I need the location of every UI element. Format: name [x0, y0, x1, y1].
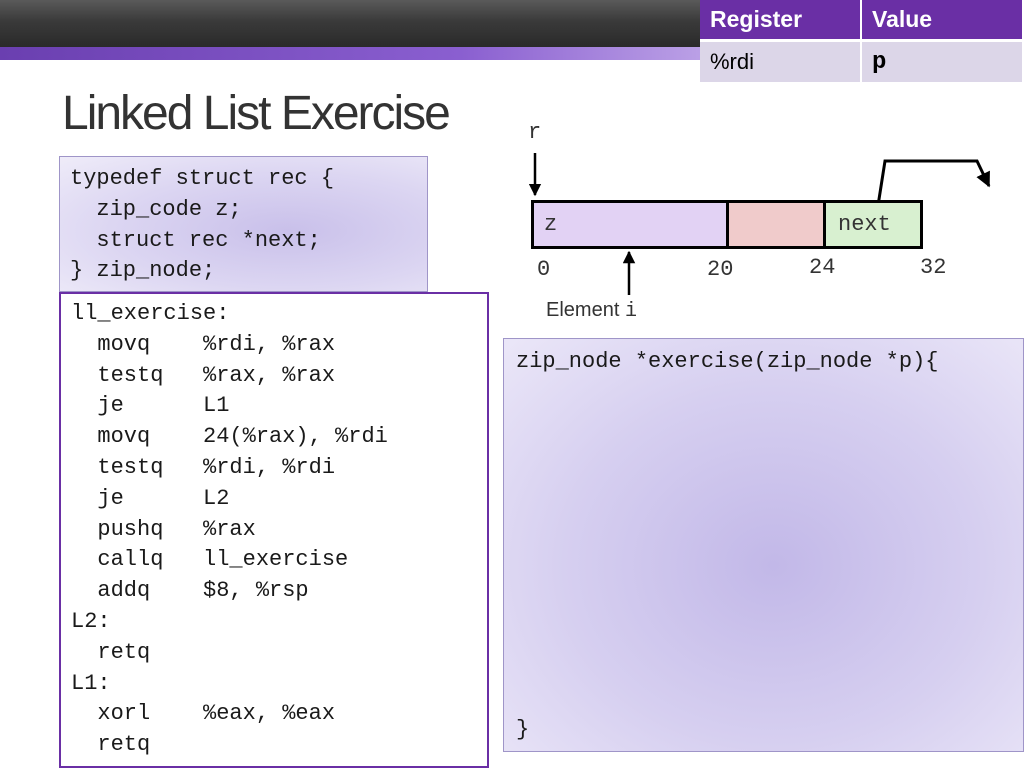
- element-label: Element i: [546, 299, 637, 323]
- assembly-code-box: ll_exercise: movq %rdi, %rax testq %rax,…: [59, 292, 489, 768]
- offset-24: 24: [809, 255, 836, 280]
- page-title: Linked List Exercise: [62, 87, 451, 140]
- struct-definition-box: typedef struct rec { zip_code z; struct …: [59, 156, 428, 292]
- code-line: pushq %rax: [71, 516, 256, 542]
- register-header: Register: [700, 0, 862, 41]
- code-line: je L2: [71, 485, 230, 511]
- value-cell: p: [861, 39, 1024, 82]
- offset-0: 0: [537, 257, 551, 282]
- assembly-code: ll_exercise: movq %rdi, %rax testq %rax,…: [61, 294, 487, 761]
- code-line: retq: [71, 639, 151, 665]
- code-line: callq ll_exercise: [71, 547, 349, 573]
- code-line: retq: [71, 732, 151, 758]
- offset-32: 32: [920, 255, 947, 280]
- struct-layout-diagram: r z next 0 20 24 32 Element i: [490, 115, 1024, 330]
- code-line: ll_exercise:: [71, 301, 230, 326]
- offset-20: 20: [707, 257, 734, 282]
- code-line: movq 24(%rax), %rdi: [71, 424, 388, 450]
- code-line: L1:: [71, 670, 111, 696]
- field-next: next: [823, 200, 923, 249]
- c-function-signature: zip_node *exercise(zip_node *p){: [516, 349, 939, 374]
- table-row: %rdi p: [700, 39, 1024, 82]
- field-padding: [726, 200, 826, 249]
- code-line: struct rec *next;: [70, 227, 321, 253]
- code-line: testq %rax, %rax: [71, 362, 336, 388]
- code-line: testq %rdi, %rdi: [71, 454, 336, 480]
- code-line: zip_code z;: [70, 196, 242, 222]
- code-line: addq $8, %rsp: [71, 578, 309, 604]
- c-function-closing-brace: }: [516, 717, 530, 742]
- field-z: z: [531, 200, 729, 249]
- code-line: L2:: [71, 608, 111, 634]
- register-table: Register Value %rdi p: [700, 0, 1024, 82]
- value-header: Value: [861, 0, 1024, 41]
- c-function-box: zip_node *exercise(zip_node *p){ }: [503, 338, 1024, 752]
- element-label-text: Element: [546, 299, 620, 321]
- code-line: xorl %eax, %eax: [71, 701, 336, 727]
- code-line: typedef struct rec {: [70, 166, 335, 191]
- code-line: je L1: [71, 393, 230, 419]
- pointer-label: r: [528, 120, 542, 145]
- diagram-arrows: [528, 153, 991, 295]
- field-z-label: z: [544, 212, 558, 237]
- field-next-label: next: [838, 212, 891, 237]
- code-line: } zip_node;: [70, 258, 216, 284]
- struct-code: typedef struct rec { zip_code z; struct …: [60, 157, 427, 287]
- element-index: i: [624, 300, 637, 323]
- code-line: movq %rdi, %rax: [71, 331, 336, 357]
- next-link-arrow: [875, 159, 991, 213]
- register-cell: %rdi: [700, 39, 862, 82]
